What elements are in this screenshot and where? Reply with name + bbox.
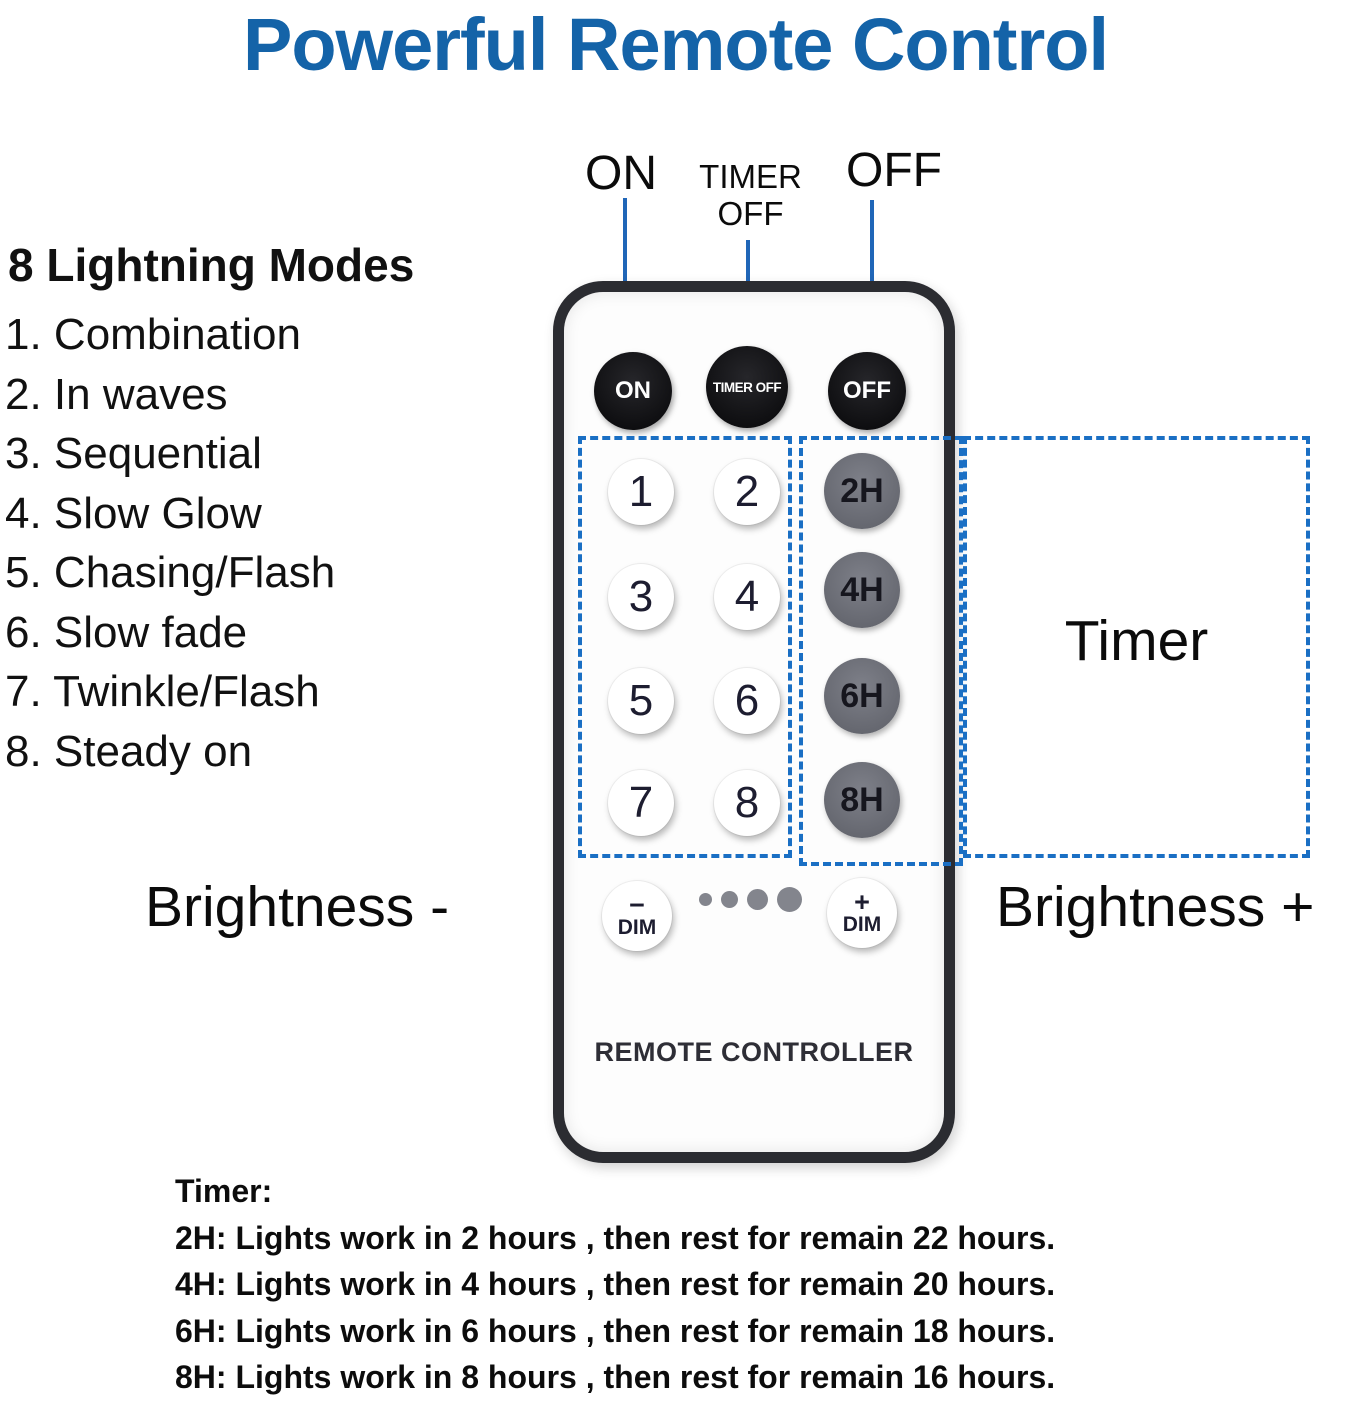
callout-line-off	[870, 200, 874, 353]
brightness-minus-label: Brightness -	[145, 875, 450, 939]
mode-button-5[interactable]: 5	[608, 668, 674, 734]
minus-icon: −	[629, 890, 645, 920]
timer-label: Timer	[1064, 609, 1209, 673]
callout-label-off: OFF	[846, 144, 942, 197]
timer-explanation-line: 6H: Lights work in 6 hours , then rest f…	[175, 1312, 1056, 1349]
remote-brand-text: REMOTE CONTROLLER	[594, 1037, 914, 1067]
dim-dot-icon	[746, 888, 768, 910]
mode-button-8[interactable]: 8	[714, 770, 780, 836]
mode-item: 6. Slow fade	[5, 607, 248, 657]
timer-explanation-line: 2H: Lights work in 2 hours , then rest f…	[175, 1219, 1056, 1256]
brightness-plus-label: Brightness +	[996, 875, 1315, 939]
timer-buttons-annotation-box	[799, 436, 963, 866]
mode-item: 4. Slow Glow	[5, 488, 262, 538]
callout-label-timer-off: TIMER OFF	[699, 158, 802, 232]
dim-level-dots	[686, 875, 814, 923]
timer-button-4h[interactable]: 4H	[824, 552, 900, 628]
dim-dot-icon	[776, 886, 802, 912]
modes-list: 1. Combination 2. In waves 3. Sequential…	[5, 305, 335, 781]
dim-minus-button[interactable]: − DIM	[602, 881, 672, 951]
modes-annotation-box	[578, 436, 792, 858]
mode-item: 1. Combination	[5, 310, 301, 359]
off-button[interactable]: OFF	[828, 352, 906, 430]
timer-button-2h[interactable]: 2H	[824, 453, 900, 529]
mode-item: 8. Steady on	[5, 726, 253, 776]
timer-explanation: Timer: 2H: Lights work in 2 hours , then…	[175, 1168, 1055, 1401]
on-button[interactable]: ON	[594, 352, 672, 430]
dim-plus-label: DIM	[842, 913, 882, 936]
remote-control: ON TIMER OFF OFF 1 2 3 4 5 6 7 8 2H 4H 6…	[553, 281, 955, 1163]
page-title: Powerful Remote Control	[242, 3, 1109, 86]
timer-button-6h[interactable]: 6H	[824, 658, 900, 734]
mode-item: 3. Sequential	[5, 429, 262, 478]
dim-dot-icon	[698, 892, 712, 906]
mode-button-6[interactable]: 6	[714, 668, 780, 734]
dim-minus-label: DIM	[617, 916, 657, 939]
timer-explanation-heading: Timer:	[175, 1173, 273, 1209]
mode-button-2[interactable]: 2	[714, 459, 780, 525]
mode-button-3[interactable]: 3	[608, 564, 674, 630]
timer-explanation-line: 8H: Lights work in 8 hours , then rest f…	[175, 1359, 1056, 1395]
timer-off-button[interactable]: TIMER OFF	[706, 346, 788, 428]
plus-icon: +	[854, 887, 870, 917]
timer-button-8h[interactable]: 8H	[824, 762, 900, 838]
modes-heading: 8 Lightning Modes	[8, 239, 415, 291]
callout-label-on: ON	[585, 147, 657, 200]
mode-item: 2. In waves	[5, 369, 228, 419]
timer-annotation-box	[963, 436, 1310, 858]
mode-item: 7. Twinkle/Flash	[5, 667, 320, 716]
mode-button-7[interactable]: 7	[608, 770, 674, 836]
mode-item: 5. Chasing/Flash	[5, 548, 336, 597]
mode-button-4[interactable]: 4	[714, 564, 780, 630]
timer-explanation-line: 4H: Lights work in 4 hours , then rest f…	[175, 1266, 1056, 1302]
dim-dot-icon	[720, 890, 738, 908]
callout-line-on	[623, 198, 627, 354]
dim-plus-button[interactable]: + DIM	[827, 878, 897, 948]
mode-button-1[interactable]: 1	[608, 459, 674, 525]
